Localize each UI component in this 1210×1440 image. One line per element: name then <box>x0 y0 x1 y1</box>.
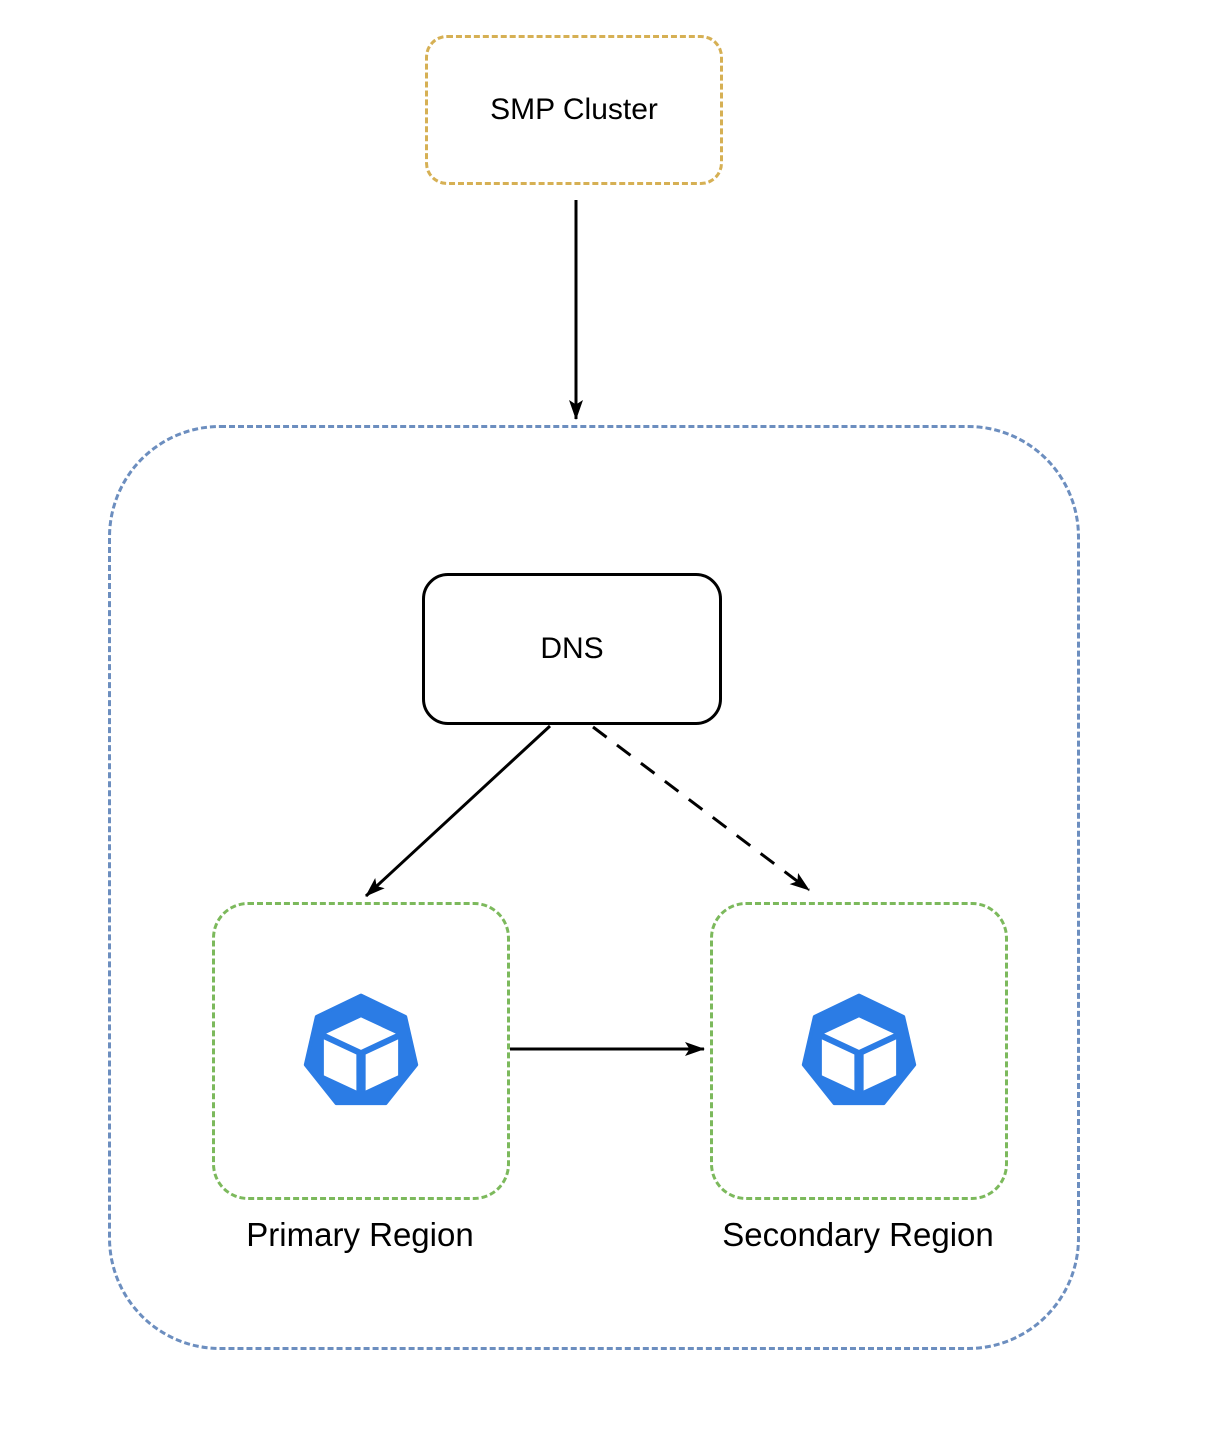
kubernetes-cluster-icon <box>801 993 917 1106</box>
node-secondary-region <box>710 902 1008 1200</box>
node-smp-cluster: SMP Cluster <box>425 35 723 185</box>
node-dns: DNS <box>422 573 722 725</box>
regions-container-box <box>108 425 1080 1350</box>
primary-region-label: Primary Region <box>246 1216 474 1253</box>
dns-label: DNS <box>540 632 604 665</box>
node-primary-region <box>212 902 510 1200</box>
smp-cluster-label: SMP Cluster <box>490 93 658 126</box>
secondary-region-label: Secondary Region <box>722 1216 994 1253</box>
kubernetes-cluster-icon <box>303 993 419 1106</box>
